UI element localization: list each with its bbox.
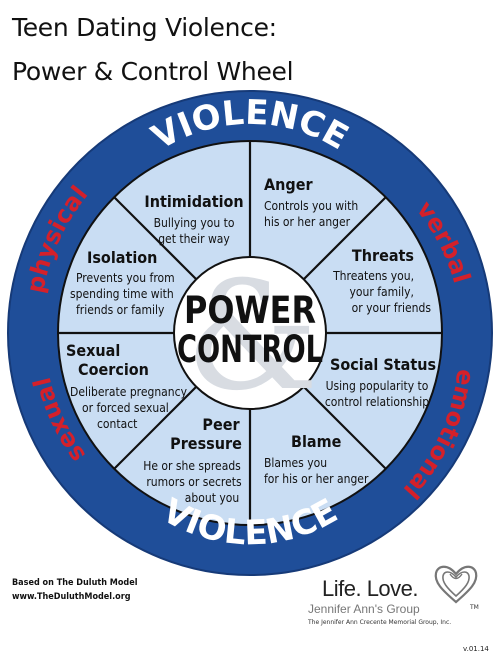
isolation-line-2: spending time with	[70, 287, 174, 301]
sexual-coercion-line-2: or forced sexual	[82, 401, 169, 415]
title-line-1: Teen Dating Violence:	[12, 13, 277, 42]
title-line-2: Power & Control Wheel	[12, 57, 294, 86]
heart-logo-icon	[434, 565, 478, 604]
spoke-top-right	[299, 196, 387, 284]
segment-intimidation: Intimidation Bullying you to get their w…	[144, 192, 243, 246]
social-status-line-1: Using popularity to	[326, 379, 429, 393]
isolation-line-3: friends or family	[76, 303, 165, 317]
intimidation-line-1: Bullying you to	[154, 216, 235, 230]
segment-sexual-coercion: Sexual Coercion Deliberate pregnancy or …	[66, 341, 188, 431]
spoke-bottom-left	[113, 382, 201, 470]
spoke-bottom-right	[299, 382, 387, 470]
hub-power: POWER	[184, 289, 316, 332]
sexual-coercion-line-3: contact	[97, 417, 137, 431]
isolation-line-1: Prevents you from	[76, 271, 175, 285]
anger-line-1: Controls you with	[264, 199, 358, 213]
sexual-coercion-heading-1: Sexual	[66, 341, 120, 360]
segment-blame: Blame Blames you for his or her anger	[264, 432, 369, 486]
peer-pressure-heading-2: Pressure	[170, 434, 242, 453]
brand-group-name: Jennifer Ann's Group	[308, 602, 420, 616]
anger-line-2: his or her anger	[264, 215, 351, 229]
blame-line-1: Blames you	[264, 456, 327, 470]
peer-pressure-line-1: He or she spreads	[143, 459, 241, 473]
duluth-model-url[interactable]: www.TheDuluthModel.org	[12, 592, 131, 602]
brand-trademark: TM	[470, 604, 479, 611]
blame-heading: Blame	[291, 432, 342, 451]
segment-threats: Threats Threatens you, your family, or y…	[332, 246, 431, 315]
segment-peer-pressure: Peer Pressure He or she spreads rumors o…	[143, 415, 242, 505]
spoke-top-left	[113, 196, 201, 284]
brand-tagline: Life. Love.	[322, 576, 419, 601]
social-status-line-2: control relationship	[325, 395, 429, 409]
brand-legal-name: The Jennifer Ann Crecente Memorial Group…	[308, 619, 452, 626]
sexual-coercion-heading-2: Coercion	[78, 360, 149, 379]
peer-pressure-line-3: about you	[185, 491, 239, 505]
threats-heading: Threats	[352, 246, 414, 265]
segment-anger: Anger Controls you with his or her anger	[264, 175, 358, 229]
threats-line-1: Threatens you,	[332, 269, 414, 283]
isolation-heading: Isolation	[87, 248, 157, 267]
threats-line-2: your family,	[350, 285, 414, 299]
peer-pressure-line-2: rumors or secrets	[146, 475, 242, 489]
threats-line-3: or your friends	[352, 301, 432, 315]
sexual-coercion-line-1: Deliberate pregnancy	[70, 385, 188, 399]
intimidation-heading: Intimidation	[144, 192, 243, 211]
segment-social-status: Social Status Using popularity to contro…	[325, 355, 436, 409]
spokes	[58, 141, 442, 525]
blame-line-2: for his or her anger	[264, 472, 369, 486]
hub	[173, 256, 327, 410]
intimidation-line-2: get their way	[158, 232, 230, 246]
anger-heading: Anger	[264, 175, 313, 194]
hub-control: CONTROL	[177, 328, 323, 371]
hub-ampersand: &	[185, 250, 319, 424]
social-status-heading: Social Status	[330, 355, 436, 374]
segment-isolation: Isolation Prevents you from spending tim…	[70, 248, 175, 317]
based-on-credit: Based on The Duluth Model	[12, 578, 138, 588]
version-label: v.01.14	[463, 645, 489, 653]
peer-pressure-heading-1: Peer	[202, 415, 240, 434]
